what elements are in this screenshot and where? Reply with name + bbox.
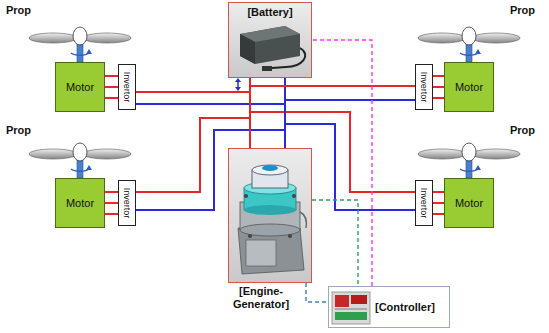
prop-label: Prop xyxy=(6,4,31,17)
engine-generator-picture xyxy=(240,224,300,236)
signal-line xyxy=(312,200,358,286)
motor-box: Motor xyxy=(444,62,494,112)
power-wire xyxy=(136,78,250,92)
controller-picture xyxy=(351,295,367,304)
node-label: [Engine- Generator] xyxy=(221,285,301,311)
engine-generator-picture xyxy=(244,205,296,215)
current-arrow xyxy=(237,81,239,88)
engine-generator-picture xyxy=(229,149,311,282)
node-label: Motor xyxy=(455,81,483,93)
controller-picture xyxy=(335,309,367,310)
invertor-box: Invertor xyxy=(118,64,136,110)
propeller-group xyxy=(29,27,131,62)
propeller-group xyxy=(418,27,520,62)
propeller-group xyxy=(418,143,520,178)
power-wire xyxy=(136,104,285,148)
power-wire xyxy=(136,78,250,192)
power-wire xyxy=(433,86,444,88)
power-wire xyxy=(250,78,415,86)
engine-generator-picture xyxy=(246,240,276,266)
engine-generator-picture xyxy=(292,194,296,198)
invertor-box: Invertor xyxy=(415,180,433,226)
engine-generator-picture xyxy=(300,212,306,228)
node-label: Motor xyxy=(66,81,94,93)
phase-wire xyxy=(105,213,118,215)
engine-generator-picture xyxy=(244,194,248,198)
invertor-label: Invertor xyxy=(122,72,132,103)
power-wire xyxy=(250,78,415,192)
invertor-label: Invertor xyxy=(419,188,429,219)
engine-generator-box: [Engine- Generator] xyxy=(228,148,312,283)
propeller-group xyxy=(29,143,131,178)
phase-wire xyxy=(105,97,118,99)
engine-generator-picture xyxy=(252,165,288,175)
node-label: [Battery] xyxy=(247,6,292,19)
current-arrow xyxy=(235,87,241,91)
invertor-box: Invertor xyxy=(118,180,136,226)
signal-line xyxy=(312,40,372,286)
motor-box: Motor xyxy=(444,178,494,228)
engine-generator-picture xyxy=(248,234,252,238)
controller-picture xyxy=(332,292,370,324)
prop-label: Prop xyxy=(6,124,31,137)
power-wire xyxy=(285,124,415,210)
controller-box: [Controller] xyxy=(328,286,450,328)
battery-picture xyxy=(229,3,311,77)
motor-box: Motor xyxy=(55,178,105,228)
bus-wire xyxy=(285,78,286,101)
power-wire xyxy=(136,130,285,210)
prop-label: Prop xyxy=(510,124,535,137)
battery-box: [Battery] xyxy=(228,2,312,78)
engine-generator-picture xyxy=(262,165,278,171)
battery-picture xyxy=(272,48,305,68)
node-label: [Controller] xyxy=(375,301,435,313)
battery-picture xyxy=(240,26,300,64)
power-wire xyxy=(105,202,118,204)
signal-line xyxy=(306,283,328,302)
battery-picture xyxy=(240,34,255,64)
controller-picture xyxy=(335,295,349,307)
node-label: Motor xyxy=(455,197,483,209)
engine-generator-picture xyxy=(288,234,292,238)
controller-picture xyxy=(332,292,370,324)
battery-picture xyxy=(229,3,311,77)
invertor-label: Invertor xyxy=(419,72,429,103)
invertor-box: Invertor xyxy=(415,64,433,110)
power-wire xyxy=(105,86,118,88)
engine-generator-picture xyxy=(229,149,311,282)
battery-picture xyxy=(262,66,272,71)
power-wire xyxy=(249,78,251,148)
power-wire xyxy=(433,202,444,204)
controller-picture xyxy=(335,312,367,320)
phase-wire xyxy=(105,75,118,77)
phase-wire xyxy=(105,76,444,214)
invertor-label: Invertor xyxy=(122,188,132,219)
bus-wire xyxy=(284,78,286,101)
node-label: Motor xyxy=(66,197,94,209)
prop-label: Prop xyxy=(510,4,535,17)
phase-wire xyxy=(105,191,118,193)
current-arrow xyxy=(235,78,241,91)
motor-box: Motor xyxy=(55,62,105,112)
current-arrow xyxy=(235,78,241,82)
